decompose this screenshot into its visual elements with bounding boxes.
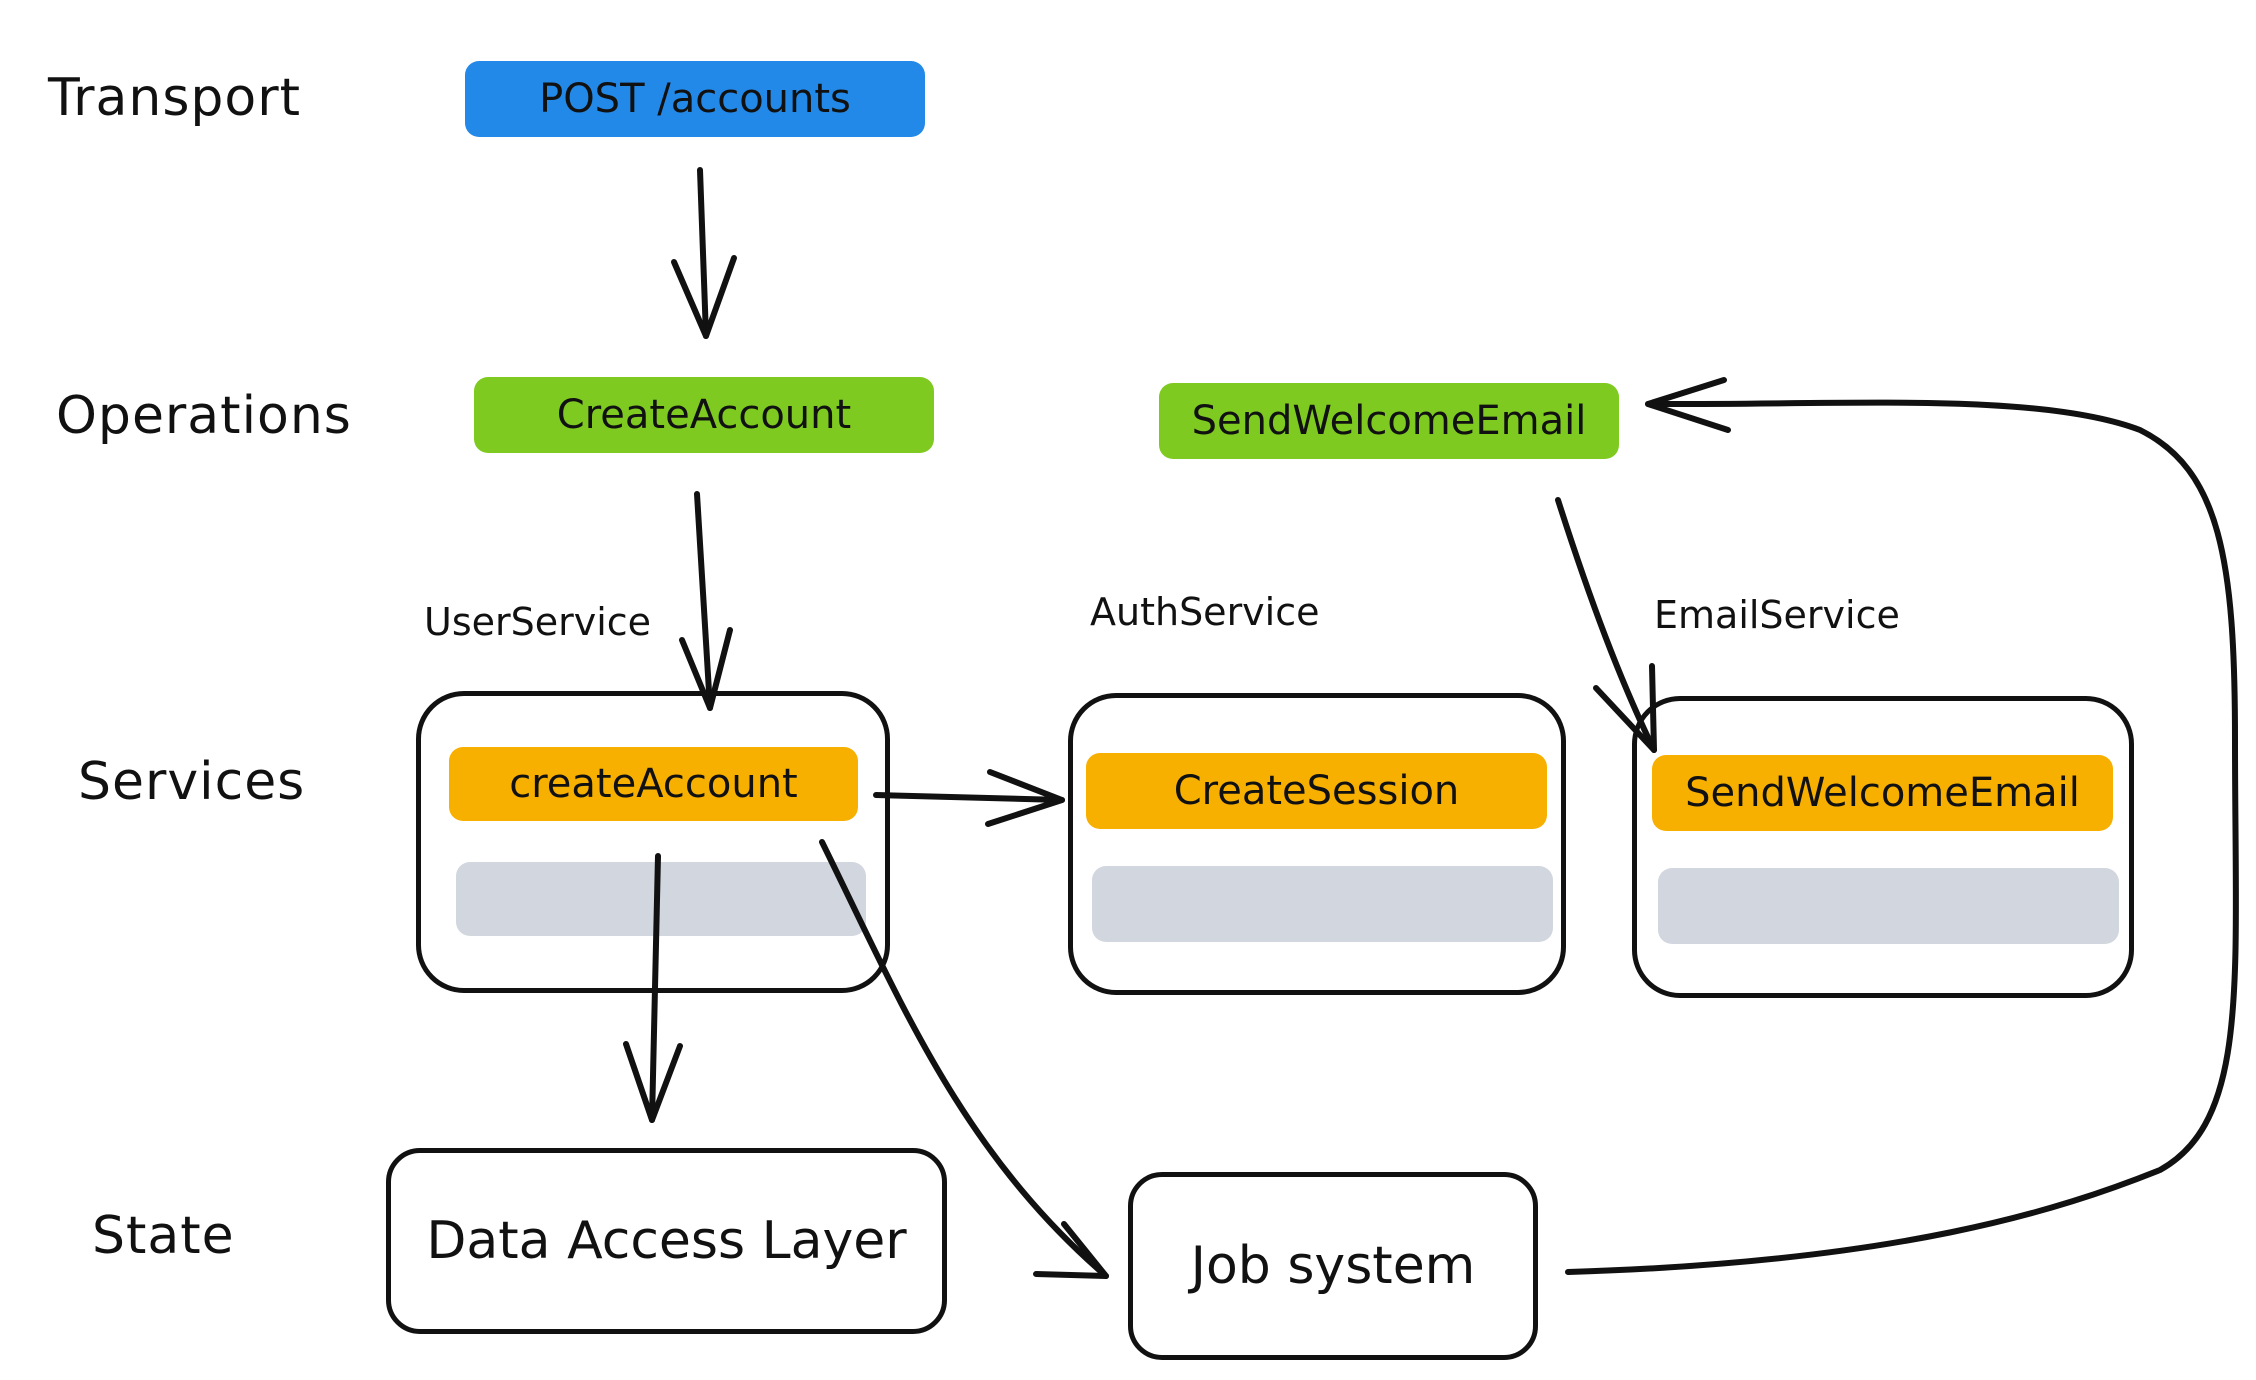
arrowhead-job-system-to-send-welcome-op: [1645, 377, 1731, 433]
user-service-box: [416, 691, 890, 993]
operation-send-welcome-email: SendWelcomeEmail: [1159, 383, 1619, 459]
auth-service-placeholder: [1092, 866, 1553, 942]
email-service-box: [1632, 696, 2134, 998]
arrowhead-user-service-to-data-access: [623, 1041, 683, 1123]
layer-label-transport: Transport: [48, 68, 302, 128]
service-label-user-service: UserService: [424, 600, 652, 644]
arrow-user-service-to-data-access: [649, 853, 661, 1123]
arrowhead-send-welcome-op-to-email-service: [1593, 663, 1657, 753]
layer-label-operations: Operations: [56, 386, 352, 446]
state-data-access-layer: Data Access Layer: [386, 1148, 947, 1334]
arrow-transport-to-create-account: [697, 167, 709, 339]
service-label-auth-service: AuthService: [1090, 590, 1320, 634]
email-service-method-send-welcome-email: SendWelcomeEmail: [1652, 755, 2113, 831]
layer-label-state: State: [92, 1206, 235, 1266]
auth-service-box: [1068, 693, 1566, 995]
arrow-job-system-to-send-welcome-op: [1565, 399, 2239, 1275]
arrowhead-user-service-to-job-system: [1033, 1221, 1109, 1279]
arrow-create-account-to-service: [694, 491, 713, 711]
email-service-placeholder: [1658, 868, 2119, 944]
arrowhead-user-to-auth-service: [985, 769, 1065, 827]
arrowhead-transport-to-create-account: [671, 255, 737, 339]
arrow-send-welcome-op-to-email-service: [1555, 497, 1657, 753]
service-label-email-service: EmailService: [1654, 593, 1900, 637]
user-service-placeholder: [456, 862, 866, 936]
layer-label-services: Services: [78, 752, 306, 812]
transport-endpoint-post-accounts: POST /accounts: [465, 61, 925, 137]
user-service-method-create-account: createAccount: [449, 747, 858, 821]
operation-create-account: CreateAccount: [474, 377, 934, 453]
arrowhead-create-account-to-service: [679, 627, 733, 711]
auth-service-method-create-session: CreateSession: [1086, 753, 1547, 829]
arrow-user-service-to-job-system: [819, 839, 1109, 1279]
arrow-user-to-auth-service: [873, 792, 1065, 803]
state-job-system: Job system: [1128, 1172, 1538, 1360]
